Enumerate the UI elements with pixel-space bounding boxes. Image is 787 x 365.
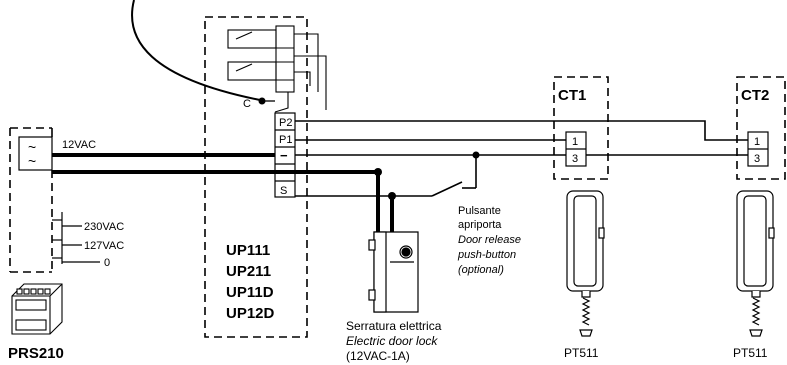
output-terminal-block bbox=[18, 136, 53, 171]
terminal-label-s: S bbox=[280, 185, 287, 197]
door-unit-enclosure bbox=[204, 16, 308, 338]
power-supply-prs210: ~ ~ 12VAC 230VAC 127VAC 0 PRS210 bbox=[8, 127, 124, 362]
handset-enclosure bbox=[736, 76, 786, 180]
ac-symbol-icon: ~ bbox=[28, 153, 36, 169]
door-unit-model: UP12D bbox=[226, 305, 275, 322]
handset-terminal-label: 1 bbox=[754, 136, 760, 148]
door-unit-model: UP111 bbox=[226, 242, 270, 259]
push-button-contact-icon bbox=[431, 181, 463, 197]
handset-ct1: CT1 1 3 PT511 bbox=[553, 76, 609, 360]
handset-terminal-label: 1 bbox=[572, 136, 578, 148]
terminal-label-p1: P1 bbox=[279, 134, 292, 146]
push-button-label: (optional) bbox=[458, 264, 504, 276]
handset-enclosure bbox=[553, 76, 609, 180]
terminal-label-p2: P2 bbox=[279, 117, 292, 129]
handset-name: CT1 bbox=[558, 87, 586, 104]
input-voltage-label: 230VAC bbox=[84, 221, 124, 233]
common-label: C bbox=[243, 98, 251, 110]
door-lock-icon bbox=[368, 231, 419, 313]
wire-p2 bbox=[295, 120, 748, 141]
door-unit-model: UP211 bbox=[226, 263, 271, 280]
terminal-label-minus: − bbox=[280, 148, 288, 163]
handset-model: PT511 bbox=[733, 346, 768, 360]
handset-terminal-label: 3 bbox=[572, 153, 578, 165]
output-voltage-label: 12VAC bbox=[62, 139, 96, 151]
relay-schematic bbox=[227, 25, 327, 113]
door-lock-label: Serratura elettrica bbox=[346, 319, 442, 333]
intercom-handset-icon bbox=[736, 190, 775, 337]
handset-ct2: CT2 1 3 PT511 bbox=[733, 76, 786, 360]
intercom-handset-icon bbox=[566, 190, 605, 337]
door-unit: P2 P1 − ~ S UP111 UP211 UP11D UP12D bbox=[204, 16, 327, 338]
push-button-label: push-button bbox=[457, 249, 516, 261]
cable-to-common bbox=[131, 0, 261, 101]
common-node bbox=[258, 97, 266, 105]
power-supply-model: PRS210 bbox=[8, 345, 64, 362]
input-voltage-label: 127VAC bbox=[84, 240, 124, 252]
door-lock-rating: (12VAC-1A) bbox=[346, 349, 410, 363]
input-voltage-label: 0 bbox=[104, 257, 110, 269]
ac-symbol-icon: ~ bbox=[28, 139, 36, 155]
door-unit-model: UP11D bbox=[226, 284, 274, 301]
din-module-icon bbox=[11, 283, 63, 335]
push-button-label: Pulsante bbox=[458, 205, 501, 217]
door-lock-label: Electric door lock bbox=[346, 334, 438, 348]
door-unit-terminals: P2 P1 − ~ S bbox=[274, 112, 296, 198]
handset-model: PT511 bbox=[564, 346, 599, 360]
power-supply-enclosure bbox=[9, 127, 52, 273]
handset-name: CT2 bbox=[741, 87, 769, 104]
push-button-label: Door release bbox=[458, 234, 521, 246]
handset-terminal-label: 3 bbox=[754, 153, 760, 165]
push-button-label: apriporta bbox=[458, 219, 502, 231]
